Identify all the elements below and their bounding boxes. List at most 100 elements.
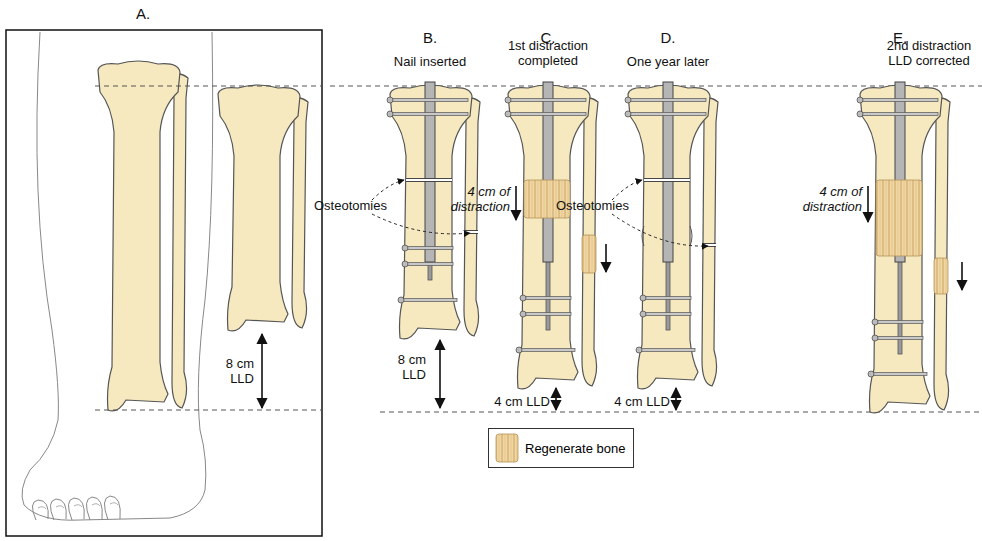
osteotomy-line	[644, 178, 690, 179]
regenerate-bone	[582, 235, 596, 273]
tibia	[98, 61, 180, 411]
legend-swatch	[496, 434, 518, 462]
fibula	[932, 98, 950, 410]
osteotomy-line	[702, 246, 716, 247]
screw-head	[520, 311, 526, 317]
locking-screw	[510, 113, 586, 116]
locking-screw	[862, 99, 938, 102]
panel-title: 1st distraction completed	[496, 38, 600, 68]
screw-head	[516, 347, 522, 353]
screw-head	[387, 97, 393, 103]
screw-head	[640, 295, 646, 301]
locking-screw	[407, 263, 453, 266]
screw-head	[872, 319, 878, 325]
osteotomy-line	[406, 178, 452, 179]
dimension-arrow	[261, 334, 263, 408]
locking-screw	[862, 113, 938, 116]
reference-line	[95, 410, 322, 411]
annotation: 4 cm of distraction	[446, 184, 510, 214]
reference-line	[380, 412, 982, 413]
locking-screw	[392, 113, 468, 116]
screw-head	[625, 111, 631, 117]
panel-letter: B.	[414, 30, 446, 45]
osteotomy-line	[644, 181, 690, 182]
leader-line	[612, 180, 642, 200]
leader-line	[372, 214, 470, 234]
toenail	[92, 504, 100, 506]
normal-leg-bones	[98, 61, 188, 411]
locking-screw	[510, 99, 586, 102]
osteotomy-line	[702, 243, 716, 244]
regenerate-bone	[934, 258, 948, 294]
panel-title: Nail inserted	[380, 54, 480, 69]
osteotomy-line	[464, 230, 478, 231]
screw-head	[520, 295, 526, 301]
fibula	[170, 74, 188, 408]
toenail	[74, 505, 82, 507]
annotation: 4 cm LLD	[480, 394, 550, 409]
panel-frame	[6, 30, 322, 536]
toenail	[56, 506, 64, 508]
panel-d	[625, 82, 718, 389]
reference-line	[95, 86, 322, 87]
locking-screw	[877, 337, 923, 340]
direction-arrow	[867, 186, 869, 222]
screw-head	[402, 245, 408, 251]
annotation: 4 cm LLD	[600, 394, 670, 409]
annotation: 8 cm LLD	[210, 356, 254, 386]
toe-outline	[50, 499, 66, 520]
osteotomy-gap	[406, 179, 452, 182]
dimension-arrow	[555, 388, 557, 410]
osteotomy-gap	[702, 244, 716, 247]
screw-head	[402, 261, 408, 267]
locking-screw	[645, 313, 691, 316]
intramedullary-nail	[543, 82, 553, 262]
screw-head	[505, 97, 511, 103]
locking-screw	[645, 297, 691, 300]
intramedullary-nail	[425, 82, 435, 262]
healed-callus	[642, 226, 692, 246]
panel-letter: A.	[128, 6, 158, 21]
toenail	[110, 503, 118, 505]
dimension-arrow	[675, 388, 677, 410]
screw-head	[872, 335, 878, 341]
osteotomy-line	[406, 181, 452, 182]
screw-head	[857, 111, 863, 117]
fibula	[580, 98, 598, 386]
toe-outline	[32, 500, 48, 520]
locking-screw	[525, 313, 571, 316]
locking-screw	[525, 297, 571, 300]
locking-screw	[407, 247, 453, 250]
legend-sample	[495, 433, 519, 463]
panel-c	[505, 82, 598, 389]
locking-screw	[877, 321, 923, 324]
toe-outline	[68, 498, 84, 520]
osteotomy-gap	[644, 179, 690, 182]
intramedullary-nail	[663, 82, 673, 262]
dimension-arrow	[439, 340, 441, 408]
screw-head	[640, 311, 646, 317]
screw-head	[505, 111, 511, 117]
locking-screw	[641, 349, 695, 352]
tibia	[218, 85, 300, 331]
screw-head	[857, 97, 863, 103]
toenail	[38, 507, 46, 509]
annotation: 4 cm of distraction	[798, 184, 862, 214]
screw-head	[868, 371, 874, 377]
locking-screw	[630, 113, 706, 116]
annotation: Osteotomies	[556, 198, 636, 213]
leader-line	[612, 214, 708, 246]
locking-screw	[630, 99, 706, 102]
locking-screw	[873, 373, 927, 376]
annotation: 8 cm LLD	[382, 352, 426, 382]
locking-screw	[521, 349, 575, 352]
panel-title: One year later	[616, 54, 720, 69]
annotation: Osteotomies	[314, 198, 394, 213]
panel-title: 2nd distraction LLD corrected	[880, 38, 978, 68]
fibula	[700, 98, 718, 386]
panel-letter: D.	[652, 30, 684, 45]
locking-screw	[403, 299, 457, 302]
direction-arrow	[961, 262, 963, 290]
screw-head	[398, 297, 404, 303]
leg-outline	[22, 32, 213, 520]
